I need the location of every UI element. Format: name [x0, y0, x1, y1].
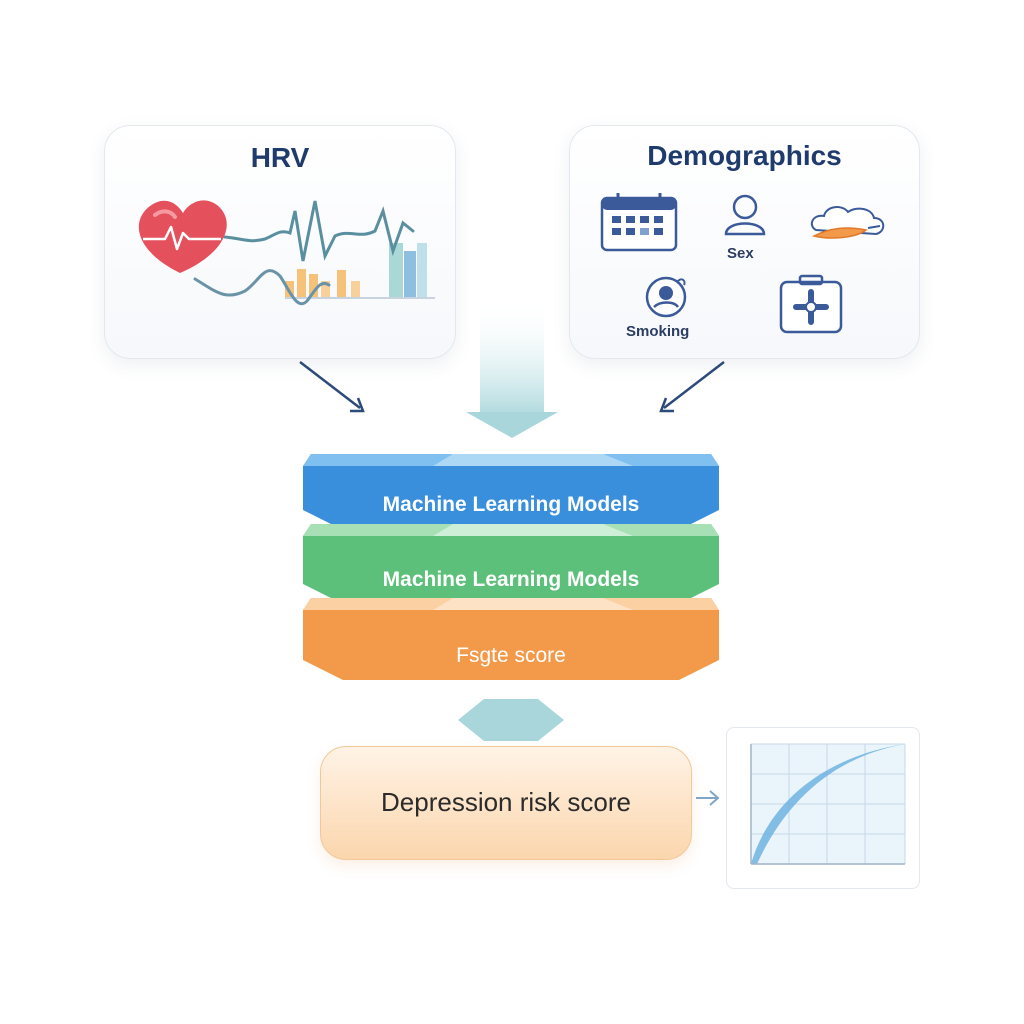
depression-risk-box: Depression risk score [320, 746, 692, 860]
sex-label: Sex [727, 245, 754, 262]
cloud-icon [810, 206, 885, 239]
medical-kit-icon [779, 274, 843, 334]
demographics-title: Demographics [647, 140, 842, 171]
hrv-illustration [138, 200, 435, 305]
diamond-connector-icon [458, 699, 564, 741]
hrv-bar-icon [285, 243, 435, 299]
risk-curve-card [726, 727, 920, 889]
arrow-right-icon [696, 790, 720, 806]
ml-layer-blue-label: Machine Learning Models [382, 493, 640, 516]
depression-risk-label: Depression risk score [381, 787, 631, 817]
hrv-card: HRV [104, 125, 456, 359]
risk-curve-plot [750, 743, 906, 865]
smoking-label: Smoking [626, 323, 690, 340]
heart-icon [138, 200, 227, 273]
calendar-icon [600, 193, 678, 252]
center-arrow-icon [466, 298, 558, 438]
demographics-card: Demographics Sex Smoking [569, 125, 920, 359]
input-arrows [299, 298, 725, 438]
hrv-title: HRV [250, 142, 310, 173]
ml-layer-green: Machine Learning Models [303, 522, 719, 606]
smoking-icon [645, 276, 687, 318]
arrow-down-right-icon [659, 361, 725, 413]
score-layer-orange: Fsgte score [303, 596, 719, 682]
arrow-down-left-icon [299, 361, 365, 413]
ml-layer-green-label: Machine Learning Models [382, 568, 640, 591]
ml-layer-blue: Machine Learning Models [303, 448, 719, 532]
score-layer-label: Fsgte score [456, 644, 566, 667]
person-icon [724, 194, 766, 236]
ecg-wave [223, 200, 415, 262]
